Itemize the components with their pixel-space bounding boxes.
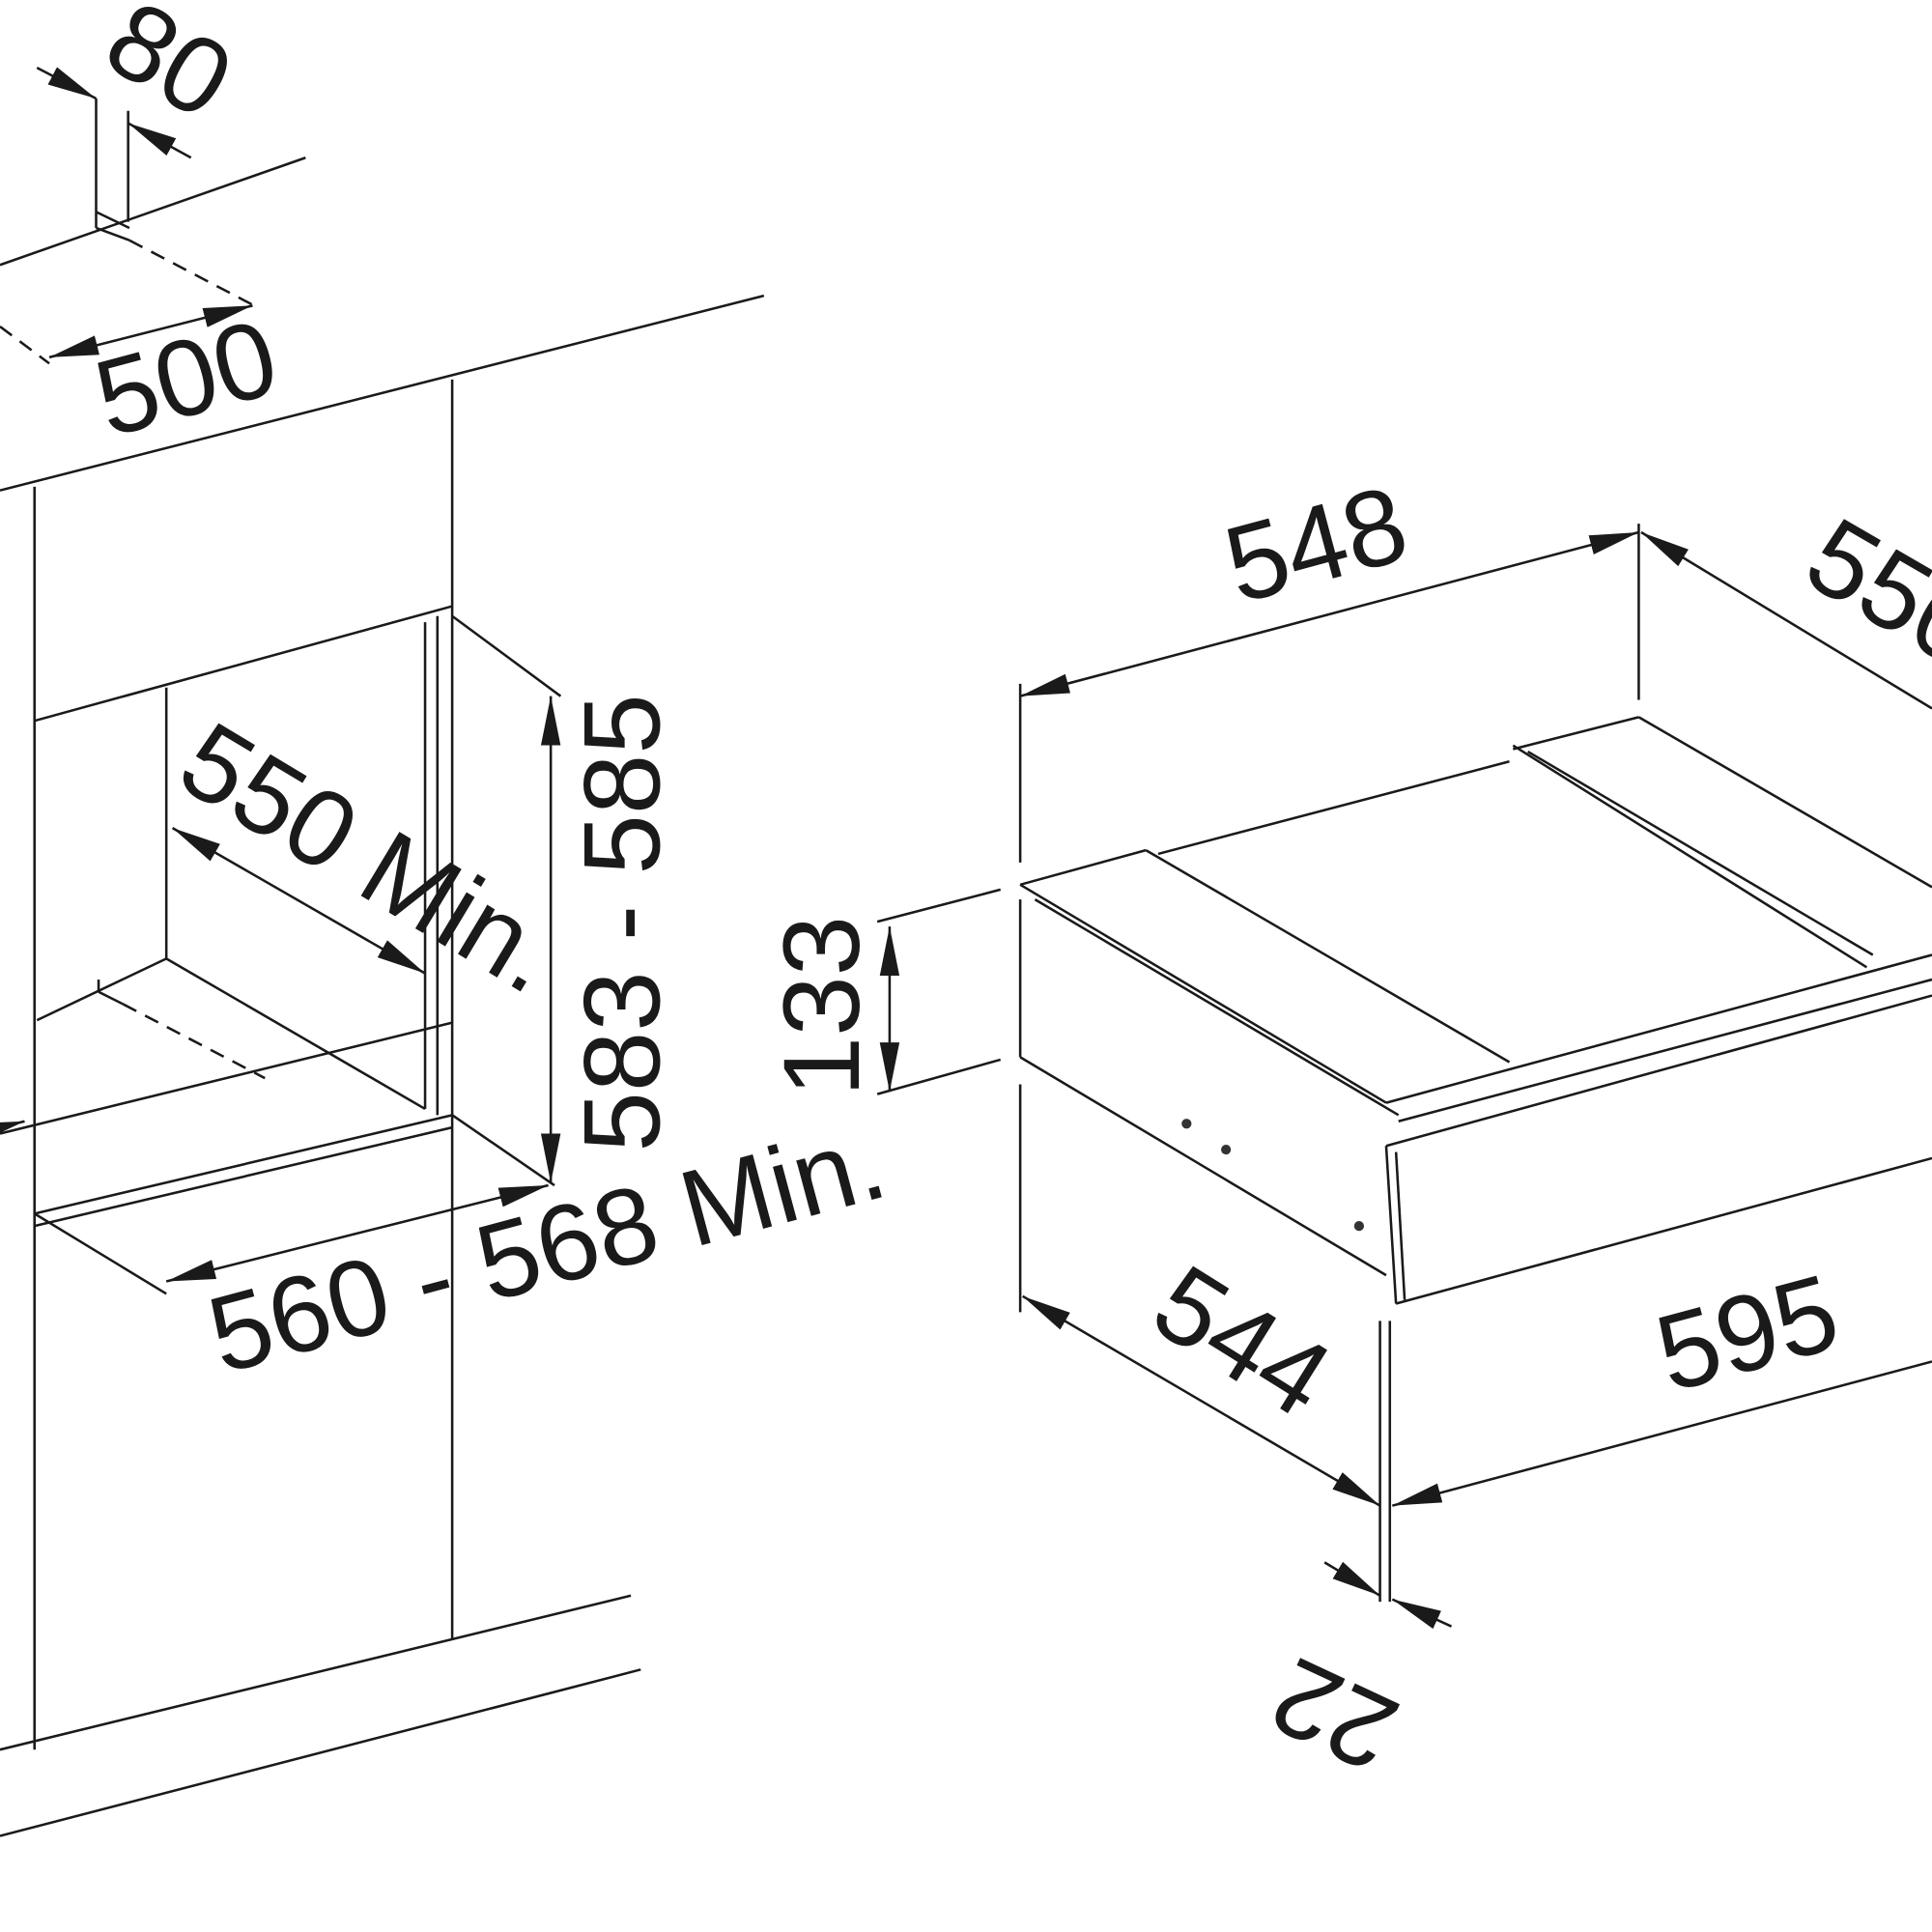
label-front-thickness: 22	[1254, 1634, 1414, 1796]
label-body-height: 133	[760, 916, 882, 1096]
niche-dimension-lines	[0, 67, 561, 1283]
screw-icon	[1181, 1119, 1192, 1129]
label-body-width: 548	[1212, 462, 1418, 626]
label-ventilation-width: 500	[83, 296, 289, 460]
label-niche-height: 583 - 585	[560, 694, 682, 1151]
label-side-depth: 544	[1134, 1241, 1352, 1440]
screw-icon	[1221, 1144, 1232, 1155]
screw-icon	[1353, 1221, 1364, 1232]
appliance-dimension-lines	[879, 530, 1932, 1630]
label-ventilation-depth: 80	[87, 0, 252, 142]
label-body-depth: 550	[1787, 494, 1932, 690]
label-front-width: 595	[1644, 1250, 1850, 1414]
appliance-drawing	[876, 524, 1932, 1603]
